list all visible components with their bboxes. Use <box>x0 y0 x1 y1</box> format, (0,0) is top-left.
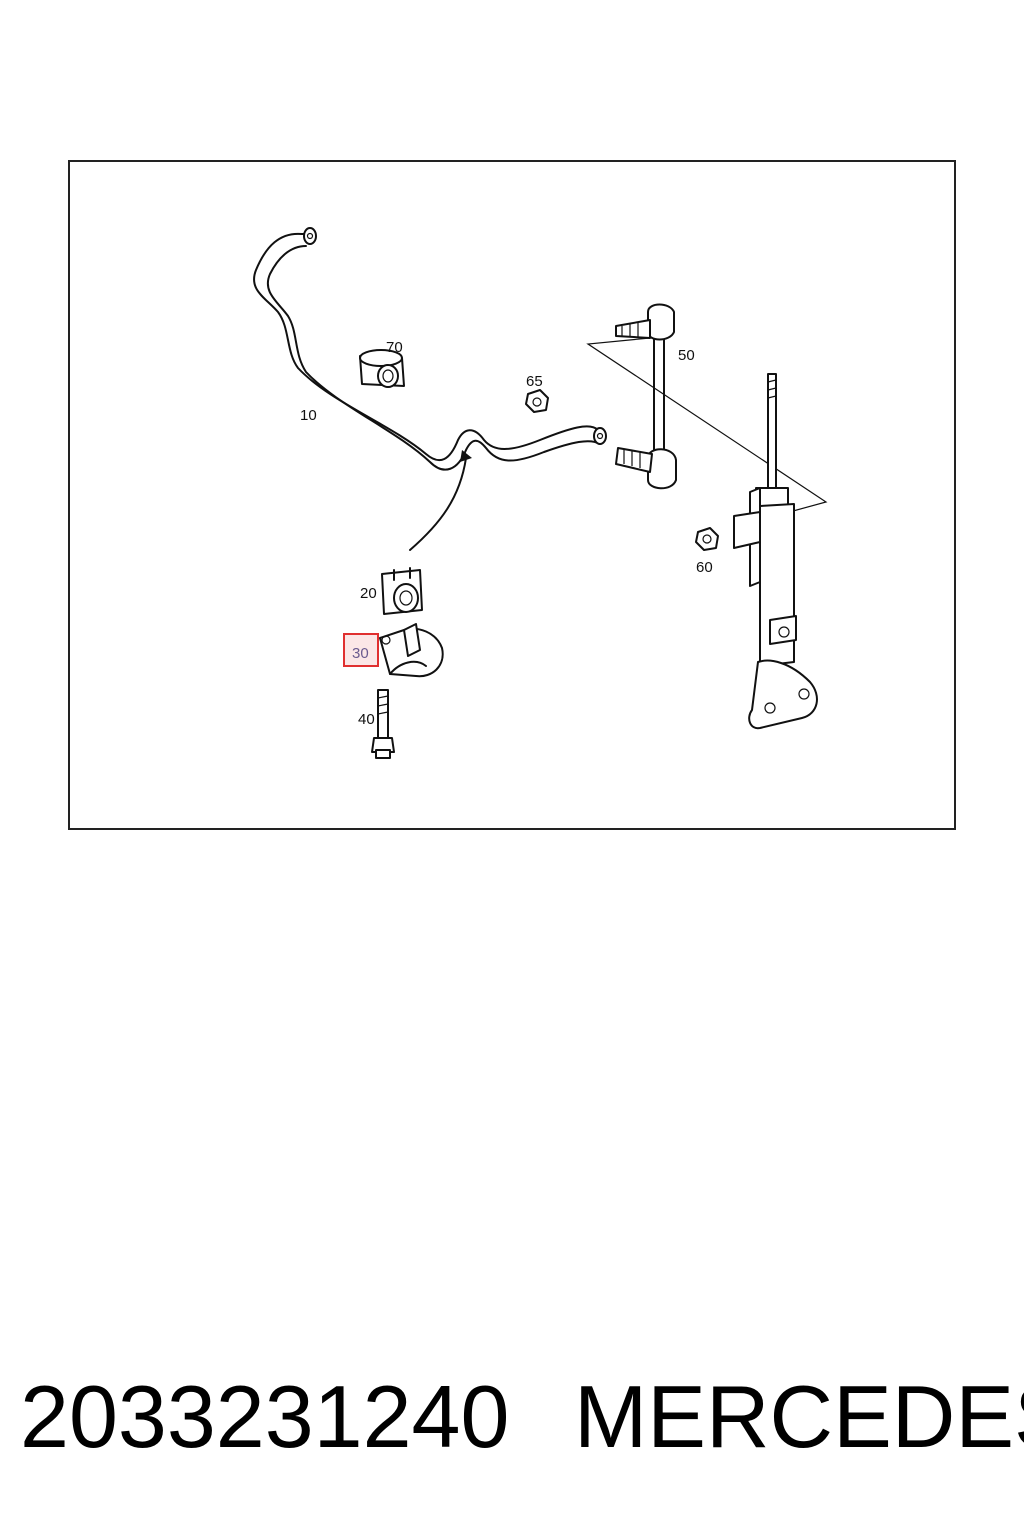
assembly-arrow <box>409 450 472 551</box>
strut-assembly[interactable] <box>733 373 818 730</box>
callout-20: 20 <box>360 585 377 602</box>
nut-60[interactable] <box>695 527 719 551</box>
callout-10: 10 <box>300 407 317 424</box>
footer-caption: 2033231240 MERCEDES <box>0 1362 1024 1472</box>
brand-name: MERCEDES <box>574 1367 1024 1466</box>
rubber-mount-70[interactable] <box>359 349 405 388</box>
bracket-30[interactable] <box>379 623 444 678</box>
callout-60: 60 <box>696 559 713 576</box>
callout-40: 40 <box>358 711 375 728</box>
part-number: 2033231240 <box>20 1367 510 1466</box>
bolt-40[interactable] <box>371 689 395 759</box>
parts-diagram: 10 70 65 50 60 20 40 30 <box>253 227 828 759</box>
callout-highlight-box <box>343 633 379 667</box>
stabilizer-bar[interactable] <box>253 227 607 471</box>
callout-30: 30 <box>352 645 369 662</box>
callout-65: 65 <box>526 373 543 390</box>
reference-lines <box>586 337 828 515</box>
callout-50: 50 <box>678 347 695 364</box>
callout-70: 70 <box>386 339 403 356</box>
nut-65[interactable] <box>525 389 549 413</box>
bushing-20[interactable] <box>381 567 423 615</box>
highlighted-callout-30[interactable]: 30 <box>343 633 379 667</box>
parts-diagram-frame: 10 70 65 50 60 20 40 30 <box>68 160 956 830</box>
